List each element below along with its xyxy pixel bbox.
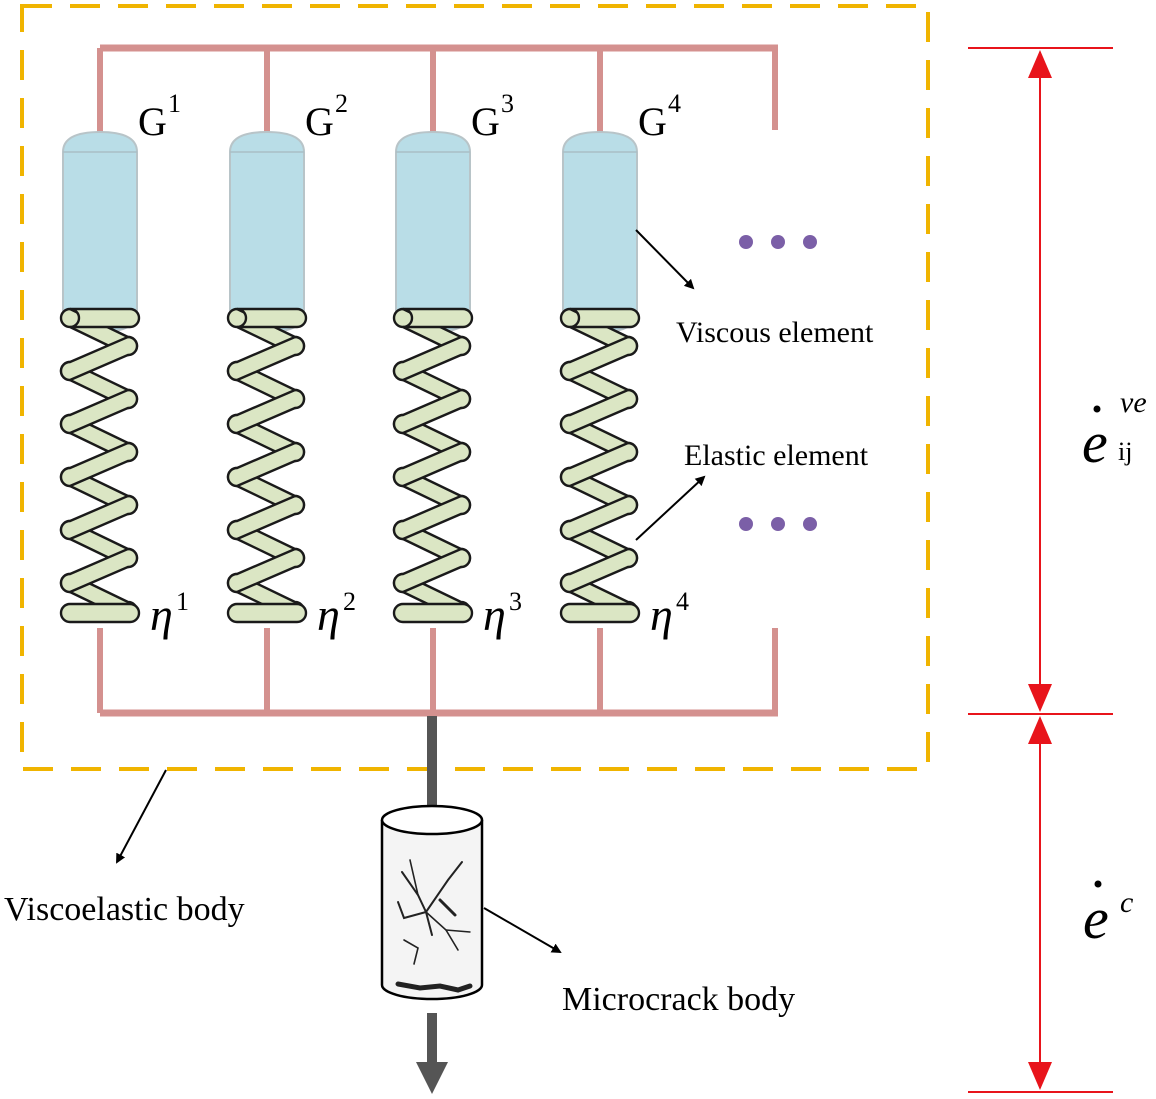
elastic-element-3	[392, 307, 474, 624]
ellipsis-dots-lower	[739, 517, 817, 531]
elastic-element-label: Elastic element	[684, 439, 869, 472]
viscous-label-sup-2: 2	[335, 89, 348, 118]
strain-c-base: e	[1083, 886, 1109, 951]
viscous-element-3	[395, 130, 471, 334]
viscous-label-3: G	[471, 99, 500, 144]
viscous-label-4: G	[638, 99, 667, 144]
microcrack-cylinder	[380, 804, 484, 1001]
elastic-label-1: η	[150, 589, 173, 640]
elastic-label-sup-4: 4	[676, 587, 689, 616]
strain-ve-sub: ij	[1118, 437, 1132, 466]
elastic-label-sup-2: 2	[343, 587, 356, 616]
dimension-arrowheads	[1028, 50, 1052, 1090]
elastic-label-2: η	[317, 589, 340, 640]
microcrack-arrow	[483, 907, 562, 954]
viscous-arrow	[635, 229, 695, 290]
viscoelastic-body-label: Viscoelastic body	[4, 891, 245, 928]
elastic-label-3: η	[483, 589, 506, 640]
viscous-label-sup-4: 4	[668, 89, 681, 118]
elastic-label-4: η	[650, 589, 673, 640]
viscous-element-2	[229, 130, 305, 334]
microcrack-strain-rate-label: e c	[1083, 880, 1133, 951]
output-arrowhead	[416, 1062, 448, 1094]
elastic-element-1	[59, 307, 141, 624]
viscoelastic-body-outline	[20, 4, 930, 771]
strain-ve-sup: ve	[1120, 386, 1147, 419]
viscous-label-1: G	[138, 99, 167, 144]
viscous-label-sup-3: 3	[501, 89, 514, 118]
dimension-lines	[968, 47, 1113, 1093]
elastic-arrow	[635, 475, 706, 541]
viscoelastic-arrow	[116, 769, 167, 864]
viscous-element-1	[62, 130, 138, 334]
viscous-element-label: Viscous element	[676, 316, 874, 349]
elastic-label-sup-1: 1	[176, 587, 189, 616]
strain-c-sup: c	[1120, 886, 1133, 919]
viscoelastic-strain-rate-label: e ve ij	[1082, 386, 1147, 475]
elastic-element-2	[226, 307, 308, 624]
viscous-element-4	[562, 130, 638, 334]
elastic-element-4	[559, 307, 641, 624]
crack-lines	[395, 859, 473, 993]
microcrack-body-label: Microcrack body	[562, 981, 795, 1018]
strain-ve-base: e	[1082, 410, 1108, 475]
viscous-label-sup-1: 1	[168, 89, 181, 118]
viscous-label-2: G	[305, 99, 334, 144]
elastic-label-sup-3: 3	[509, 587, 522, 616]
ellipsis-dots-upper	[739, 235, 817, 249]
